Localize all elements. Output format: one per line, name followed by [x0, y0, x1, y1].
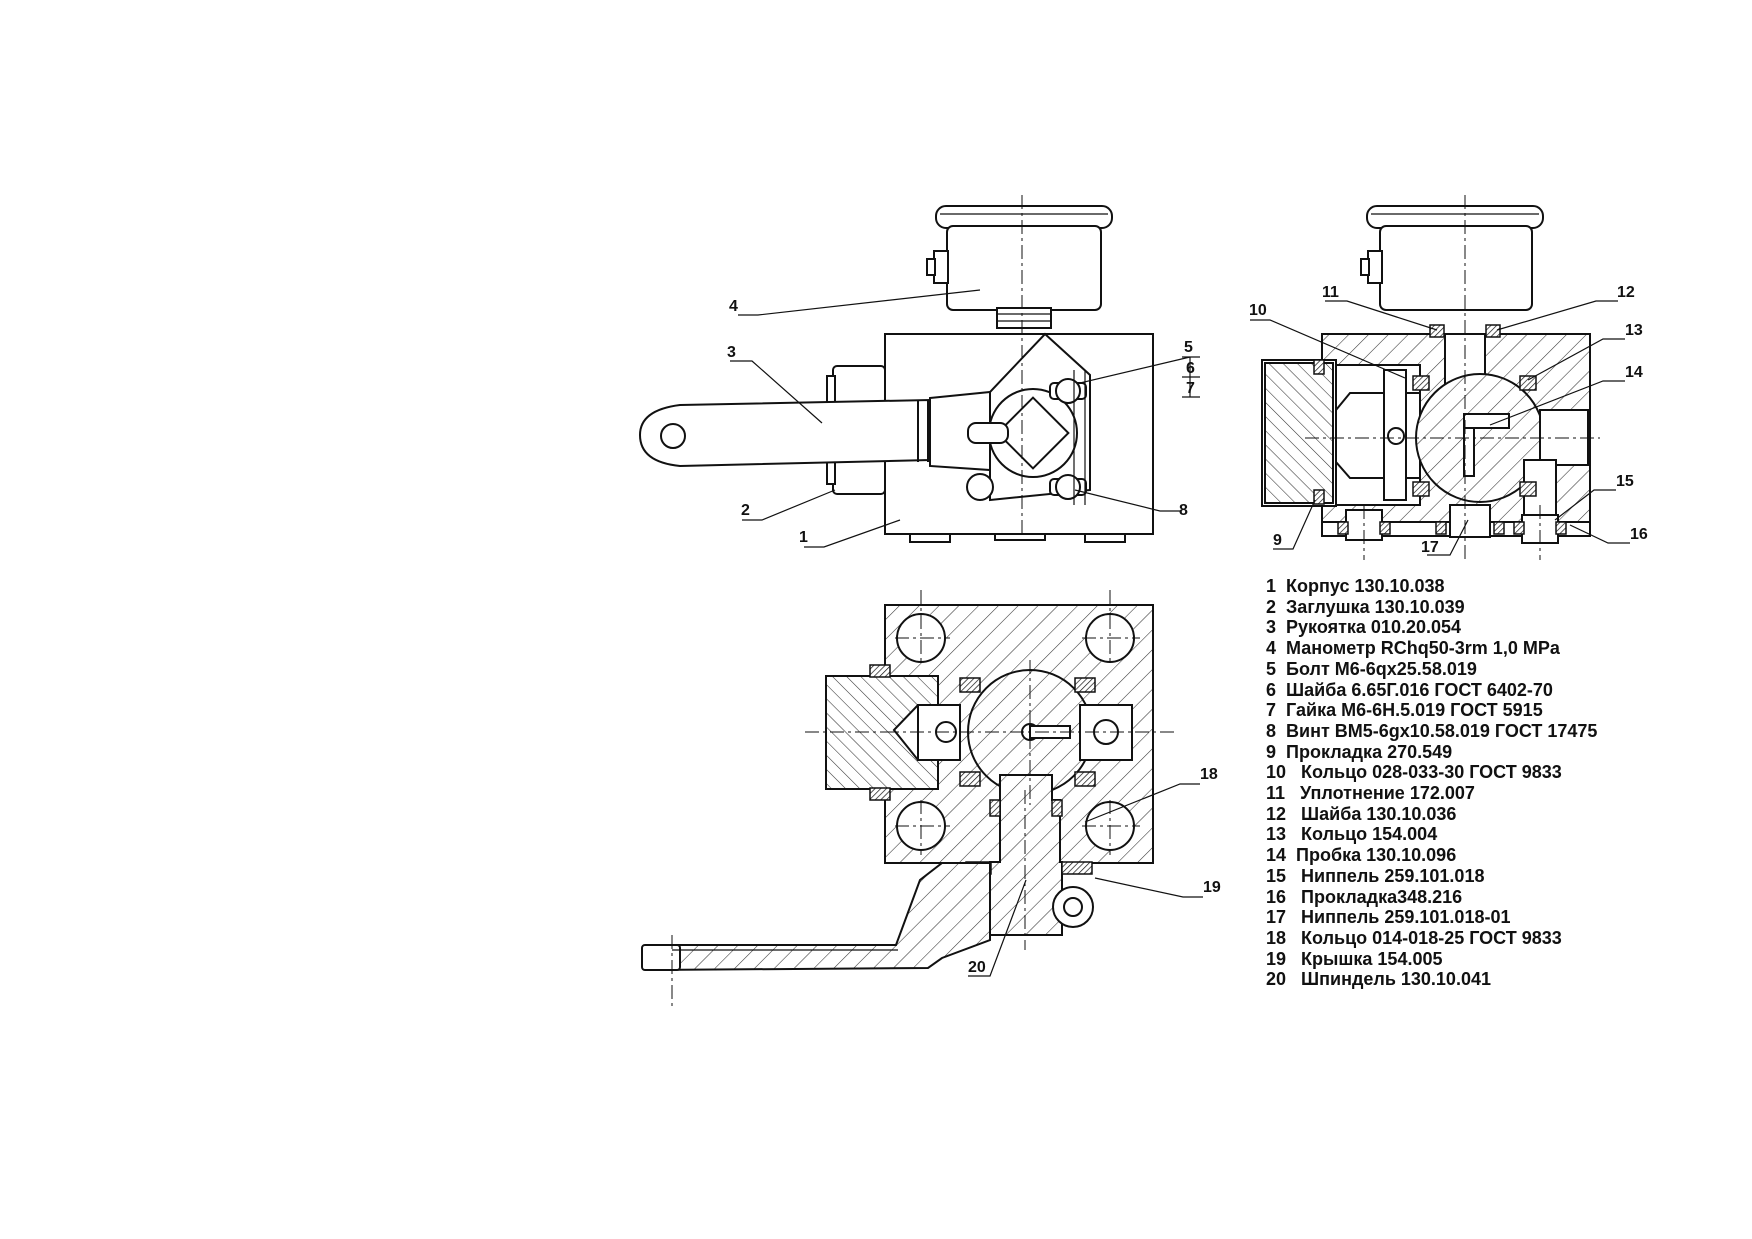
part-number: 6	[1266, 679, 1277, 700]
parts-list-item: 10 Кольцо 028-033-30 ГОСТ 9833	[1266, 762, 1597, 783]
part-name: Рукоятка 010.20.054	[1286, 617, 1462, 638]
callout-9: 9	[1273, 532, 1282, 549]
callout-2: 2	[741, 502, 750, 519]
parts-list-item: 15 Ниппель 259.101.018	[1266, 866, 1597, 887]
part-name: Манометр RChq50-3rm 1,0 MPa	[1286, 638, 1560, 659]
part-name: Винт ВМ5-6gx10.58.019 ГОСТ 17475	[1286, 720, 1598, 741]
part-number: 14	[1266, 845, 1287, 866]
callout-4: 4	[729, 298, 738, 315]
part-number: 19	[1266, 948, 1287, 969]
part-name: Крышка 154.005	[1296, 948, 1443, 969]
part-name: Прокладка348.216	[1296, 886, 1463, 907]
part-number: 15	[1266, 865, 1287, 886]
parts-list-item: 14 Пробка 130.10.096	[1266, 845, 1597, 866]
callout-10: 10	[1249, 302, 1267, 319]
callout-5: 5	[1184, 339, 1193, 356]
part-number: 13	[1266, 824, 1287, 845]
part-number: 8	[1266, 720, 1277, 741]
part-name: Уплотнение 172.007	[1295, 783, 1475, 804]
callout-8: 8	[1179, 502, 1188, 519]
part-name: Заглушка 130.10.039	[1286, 596, 1465, 617]
callout-16: 16	[1630, 526, 1648, 543]
plan-section-view	[641, 590, 1175, 1010]
parts-list-item: 17 Ниппель 259.101.018-01	[1266, 907, 1597, 928]
parts-list-item: 12 Шайба 130.10.036	[1266, 804, 1597, 825]
part-number: 12	[1266, 803, 1287, 824]
parts-list-item: 8 Винт ВМ5-6gx10.58.019 ГОСТ 17475	[1266, 721, 1597, 742]
part-number: 2	[1266, 596, 1277, 617]
parts-list-item: 11 Уплотнение 172.007	[1266, 783, 1597, 804]
part-name: Шайба 130.10.036	[1296, 803, 1457, 824]
part-number: 17	[1266, 907, 1287, 928]
callout-3: 3	[727, 344, 736, 361]
part-number: 20	[1266, 969, 1287, 990]
part-number: 11	[1266, 783, 1286, 804]
manometer-gauge-side	[1360, 205, 1544, 311]
parts-list-item: 19 Крышка 154.005	[1266, 949, 1597, 970]
callout-1: 1	[799, 529, 808, 546]
callout-11: 11	[1322, 284, 1339, 301]
part-number: 1	[1266, 576, 1277, 596]
parts-list-item: 6 Шайба 6.65Г.016 ГОСТ 6402-70	[1266, 680, 1597, 701]
part-name: Корпус 130.10.038	[1286, 576, 1445, 596]
parts-list-item: 3 Рукоятка 010.20.054	[1266, 617, 1597, 638]
callout-6: 6	[1186, 360, 1195, 377]
callout-19: 19	[1203, 879, 1221, 896]
part-number: 4	[1266, 638, 1277, 659]
part-name: Гайка М6-6Н.5.019 ГОСТ 5915	[1286, 700, 1543, 721]
callout-18: 18	[1200, 766, 1218, 783]
part-number: 18	[1266, 927, 1287, 948]
callout-labels: 4 3 2 1 5 6 7 8 11 12 10 13 14 15 9 17 1…	[727, 284, 1648, 976]
callout-15: 15	[1616, 473, 1634, 490]
stem-square	[967, 332, 1091, 502]
parts-list-item: 20 Шпиндель 130.10.041	[1266, 969, 1597, 990]
parts-list-item: 9 Прокладка 270.549	[1266, 742, 1597, 763]
part-name: Кольцо 014-018-25 ГОСТ 9833	[1296, 927, 1562, 948]
part-name: Пробка 130.10.096	[1296, 845, 1457, 866]
part-name: Шайба 6.65Г.016 ГОСТ 6402-70	[1286, 679, 1553, 700]
manometer-gauge	[926, 205, 1113, 329]
part-name: Ниппель 259.101.018	[1296, 865, 1485, 886]
parts-list-item: 4 Манометр RChq50-3rm 1,0 MPa	[1266, 638, 1597, 659]
callout-7: 7	[1186, 380, 1195, 397]
parts-list-item: 7 Гайка М6-6Н.5.019 ГОСТ 5915	[1266, 700, 1597, 721]
leader-lines	[730, 289, 1630, 977]
front-view	[638, 195, 1154, 543]
part-number: 10	[1266, 762, 1287, 783]
callout-17: 17	[1421, 539, 1439, 556]
parts-list-item: 18 Кольцо 014-018-25 ГОСТ 9833	[1266, 928, 1597, 949]
part-number: 9	[1266, 741, 1277, 762]
callout-14: 14	[1625, 364, 1643, 381]
part-number: 7	[1266, 700, 1277, 721]
part-number: 3	[1266, 617, 1277, 638]
callout-20: 20	[968, 959, 986, 976]
part-number: 16	[1266, 886, 1287, 907]
parts-list-item: 5 Болт М6-6qx25.58.019	[1266, 659, 1597, 680]
part-name: Ниппель 259.101.018-01	[1296, 907, 1511, 928]
side-section-view	[1261, 195, 1600, 560]
part-number: 5	[1266, 658, 1277, 679]
part-name: Болт М6-6qx25.58.019	[1286, 658, 1477, 679]
parts-list-item: 16 Прокладка348.216	[1266, 887, 1597, 908]
part-name: Прокладка 270.549	[1286, 741, 1453, 762]
parts-list-item: 1 Корпус 130.10.038	[1266, 576, 1597, 597]
parts-list-item: 13 Кольцо 154.004	[1266, 824, 1597, 845]
part-name: Шпиндель 130.10.041	[1296, 969, 1491, 990]
callout-12: 12	[1617, 284, 1635, 301]
callout-13: 13	[1625, 322, 1643, 339]
lever-handle	[638, 390, 991, 472]
part-name: Кольцо 028-033-30 ГОСТ 9833	[1296, 762, 1562, 783]
part-name: Кольцо 154.004	[1296, 824, 1438, 845]
parts-list-item: 2 Заглушка 130.10.039	[1266, 597, 1597, 618]
